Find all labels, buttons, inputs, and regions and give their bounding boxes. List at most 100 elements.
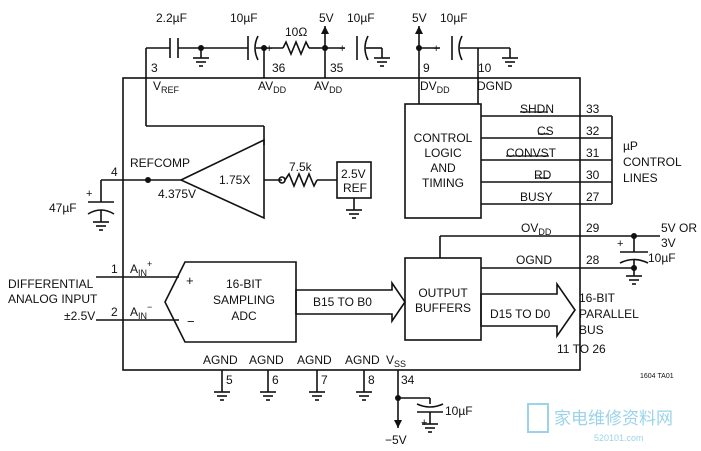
cap-10u-c-label: 10µF xyxy=(440,11,468,25)
cap-10u-a-label: 10µF xyxy=(230,11,258,25)
svg-text:DVDD: DVDD xyxy=(420,79,450,95)
vss-network: + xyxy=(394,370,444,433)
adc-block xyxy=(96,261,297,343)
svg-text:+: + xyxy=(86,188,92,200)
pin-5: 5 xyxy=(226,373,233,387)
chip-outline xyxy=(122,77,581,371)
ref-line2: REF xyxy=(343,181,367,195)
refcomp-amplifier xyxy=(101,138,372,220)
v5or-label: 5V OR xyxy=(661,221,697,235)
svg-text:VSS: VSS xyxy=(386,353,406,369)
par-line1: 16-BIT xyxy=(579,291,616,305)
cap-10u-b-label: 10µF xyxy=(347,11,375,25)
cap-10u-vss-label: 10µF xyxy=(445,404,473,418)
digital-supply-network: + xyxy=(415,26,519,104)
up-line3: LINES xyxy=(623,171,658,185)
svg-text:+: + xyxy=(339,43,345,55)
cap-10u-ovdd-label: 10µF xyxy=(648,251,676,265)
refcomp-cap-47u: + xyxy=(86,180,115,231)
adc-line1: 16-BIT xyxy=(226,277,263,291)
vss-sub: SS xyxy=(394,359,406,369)
svg-text:+: + xyxy=(617,238,623,250)
vref-sub: REF xyxy=(161,85,180,95)
ob-line1: OUTPUT xyxy=(418,286,468,300)
ain-minus-sup: − xyxy=(147,302,152,312)
convst-label: CONVST xyxy=(506,146,557,160)
supply-5v-a-label: 5V xyxy=(319,11,334,25)
figure-id: 1604 TA01 xyxy=(640,373,674,380)
cs-label: CS xyxy=(537,124,554,138)
ref-line1: 2.5V xyxy=(341,167,366,181)
pin-36: 36 xyxy=(272,61,286,75)
adc-line3: ADC xyxy=(231,309,257,323)
diff-line3: ±2.5V xyxy=(64,309,95,323)
svg-text:AVDD: AVDD xyxy=(314,79,343,95)
up-line1: µP xyxy=(623,139,638,153)
bus-arrow-b15-b0 xyxy=(295,280,406,324)
watermark: 家电维修资料网 520101.com xyxy=(527,403,673,443)
ovdd-sub: DD xyxy=(538,227,551,237)
bus-arrow-d15-d0 xyxy=(480,281,576,339)
pin-3: 3 xyxy=(151,61,158,75)
watermark-url: 520101.com xyxy=(594,433,644,443)
vref-label: V xyxy=(153,79,161,93)
output-supply-network: + xyxy=(439,233,660,285)
top-supply-network: + + xyxy=(145,26,391,78)
avdd2-sub: DD xyxy=(329,85,342,95)
res-10-label: 10Ω xyxy=(285,25,307,39)
pin-32: 32 xyxy=(586,124,600,138)
pin-10: 10 xyxy=(478,61,492,75)
refcomp-label: REFCOMP xyxy=(130,156,190,170)
d15-label: D15 TO D0 xyxy=(490,307,551,321)
adc-minus: − xyxy=(187,314,195,329)
pin-28: 28 xyxy=(586,253,600,267)
v3-label: 3V xyxy=(661,236,676,250)
svg-text:+: + xyxy=(421,417,427,429)
pin-2: 2 xyxy=(111,305,118,319)
svg-text:AVDD: AVDD xyxy=(258,79,287,95)
ctrl-line4: TIMING xyxy=(422,176,464,190)
pin-6: 6 xyxy=(272,373,279,387)
neg5v-label: −5V xyxy=(385,433,407,447)
control-logic-block xyxy=(404,103,613,219)
ain-minus-label: A xyxy=(130,305,138,319)
svg-text:+: + xyxy=(433,43,439,55)
ovdd-label: OV xyxy=(521,221,538,235)
pin-27: 27 xyxy=(586,190,600,204)
svg-text:OVDD: OVDD xyxy=(521,221,552,237)
cap-2u2-label: 2.2µF xyxy=(156,11,187,25)
vss-label: V xyxy=(386,353,394,367)
watermark-text: 家电维修资料网 xyxy=(554,409,673,428)
gain-label: 1.75X xyxy=(219,173,250,187)
dvdd-label: DV xyxy=(420,79,437,93)
pin-7: 7 xyxy=(321,373,328,387)
pin-29: 29 xyxy=(586,221,600,235)
ctrl-line3: AND xyxy=(430,161,456,175)
avdd1-label: AV xyxy=(258,79,273,93)
v4375-label: 4.375V xyxy=(158,187,196,201)
ob-line2: BUFFERS xyxy=(415,301,471,315)
up-line2: CONTROL xyxy=(623,155,682,169)
busy-label: BUSY xyxy=(520,190,553,204)
svg-text:VREF: VREF xyxy=(153,79,180,95)
agnd-8-label: AGND xyxy=(345,353,380,367)
cap-47u-label: 47µF xyxy=(49,201,77,215)
agnd-6-label: AGND xyxy=(249,353,284,367)
dvdd-sub: DD xyxy=(437,85,450,95)
svg-text:AIN−: AIN− xyxy=(130,302,152,321)
pin-9: 9 xyxy=(423,61,430,75)
adc-plus: + xyxy=(186,273,194,288)
pin-33: 33 xyxy=(586,102,600,116)
adc-line2: SAMPLING xyxy=(213,293,275,307)
diff-line1: DIFFERENTIAL xyxy=(8,277,94,291)
agnd-pins xyxy=(213,370,373,401)
ain-plus-label: A xyxy=(130,262,138,276)
ain-plus-sup: + xyxy=(147,259,152,269)
svg-text:+: + xyxy=(266,43,272,55)
ctrl-line1: CONTROL xyxy=(414,131,473,145)
agnd-7-label: AGND xyxy=(297,353,332,367)
ain-minus-sub: IN xyxy=(138,311,147,321)
supply-5v-b-label: 5V xyxy=(412,11,427,25)
pin-1: 1 xyxy=(111,262,118,276)
